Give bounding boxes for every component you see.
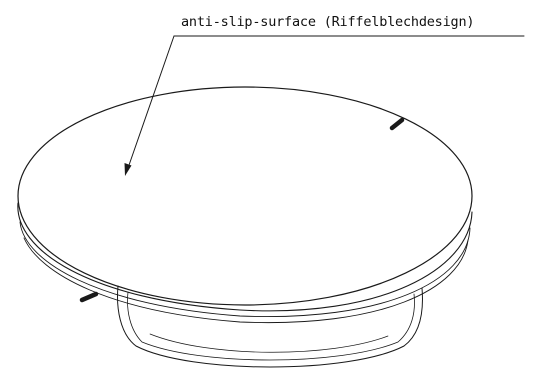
arrowhead — [124, 163, 132, 176]
lug-mark-right — [389, 117, 405, 131]
locking-lugs — [79, 117, 405, 303]
lug-mark-left — [79, 291, 99, 303]
callout-label: anti-slip-surface (Riffelblechdesign) — [181, 14, 474, 30]
leader-line — [124, 35, 525, 176]
rim-band — [17, 202, 473, 324]
top-disc — [17, 86, 473, 306]
base-pedestal — [117, 285, 423, 368]
